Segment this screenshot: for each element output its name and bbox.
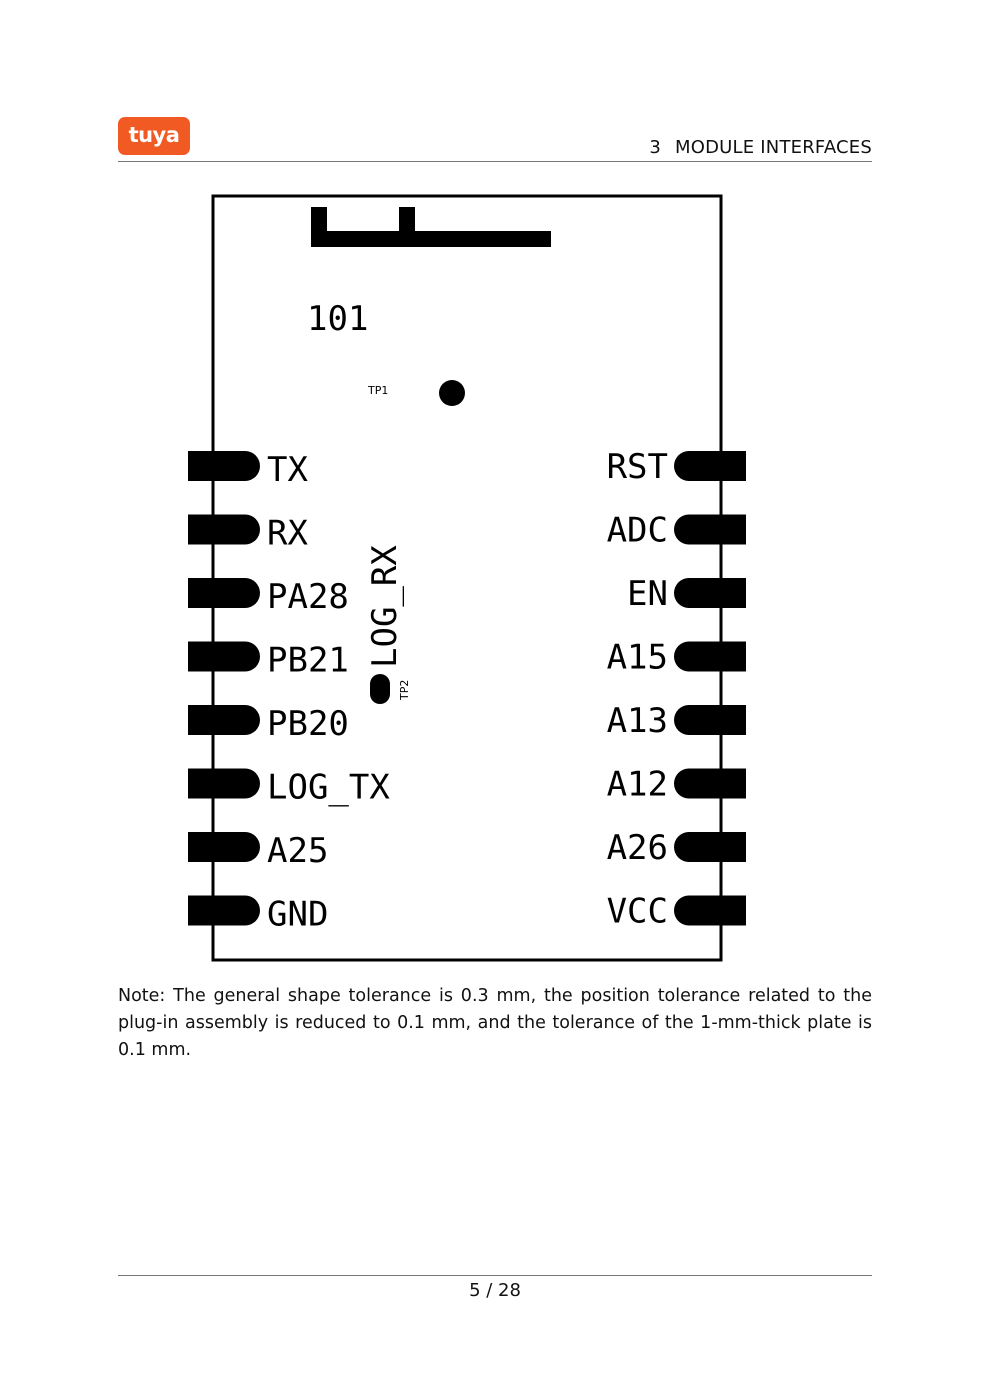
right-pad-vcc bbox=[674, 895, 746, 926]
left-pad-pa28 bbox=[188, 578, 260, 608]
pin-label-a13: A13 bbox=[607, 701, 668, 741]
tp2-test-point bbox=[370, 674, 390, 704]
pin-label-en: EN bbox=[627, 574, 668, 614]
left-pad-gnd bbox=[188, 895, 260, 926]
tolerance-note: Note: The general shape tolerance is 0.3… bbox=[118, 986, 872, 1060]
pin-label-vcc: VCC bbox=[607, 892, 668, 932]
right-pad-a15 bbox=[674, 641, 746, 672]
tuya-logo: tuya bbox=[118, 117, 190, 155]
pin-label-a15: A15 bbox=[607, 638, 668, 678]
pin-label-log-tx: LOG_TX bbox=[267, 768, 390, 808]
tp1-label: TP1 bbox=[367, 384, 388, 397]
pin-label-a26: A26 bbox=[607, 828, 668, 868]
right-pad-rst bbox=[674, 451, 746, 481]
right-pad-a13 bbox=[674, 705, 746, 735]
pin-label-rst: RST bbox=[607, 447, 668, 487]
right-pad-a26 bbox=[674, 832, 746, 862]
footer-divider bbox=[118, 1275, 872, 1276]
pin-label-tx: TX bbox=[267, 450, 308, 490]
left-pad-tx bbox=[188, 451, 260, 481]
left-pad-rx bbox=[188, 514, 260, 545]
left-pad-pb21 bbox=[188, 641, 260, 672]
pin-label-a12: A12 bbox=[607, 765, 668, 805]
right-pad-en bbox=[674, 578, 746, 608]
pin-label-pb20: PB20 bbox=[267, 704, 349, 744]
board-marking: 101 bbox=[307, 299, 368, 339]
right-pad-a12 bbox=[674, 768, 746, 799]
left-pad-log-tx bbox=[188, 768, 260, 799]
logo-text: tuya bbox=[128, 122, 180, 147]
log-rx-label: LOG_RX bbox=[365, 545, 405, 668]
section-heading: 3 MODULE INTERFACES bbox=[649, 137, 872, 158]
pin-label-gnd: GND bbox=[267, 895, 328, 935]
left-pad-pb20 bbox=[188, 705, 260, 735]
section-title: MODULE INTERFACES bbox=[675, 137, 872, 158]
pin-label-rx: RX bbox=[267, 514, 308, 554]
right-pad-adc bbox=[674, 514, 746, 545]
tp2-label: TP2 bbox=[398, 680, 411, 701]
pin-label-adc: ADC bbox=[607, 511, 668, 551]
header-divider bbox=[118, 161, 872, 162]
section-number: 3 bbox=[649, 137, 662, 158]
left-pad-a25 bbox=[188, 832, 260, 862]
tp1-test-point bbox=[439, 380, 465, 406]
antenna-trace bbox=[311, 207, 551, 247]
page-number: 5 / 28 bbox=[469, 1280, 521, 1301]
pin-label-pb21: PB21 bbox=[267, 641, 349, 681]
pin-label-pa28: PA28 bbox=[267, 577, 349, 617]
module-board-outline bbox=[211, 194, 723, 962]
pin-label-a25: A25 bbox=[267, 831, 328, 871]
